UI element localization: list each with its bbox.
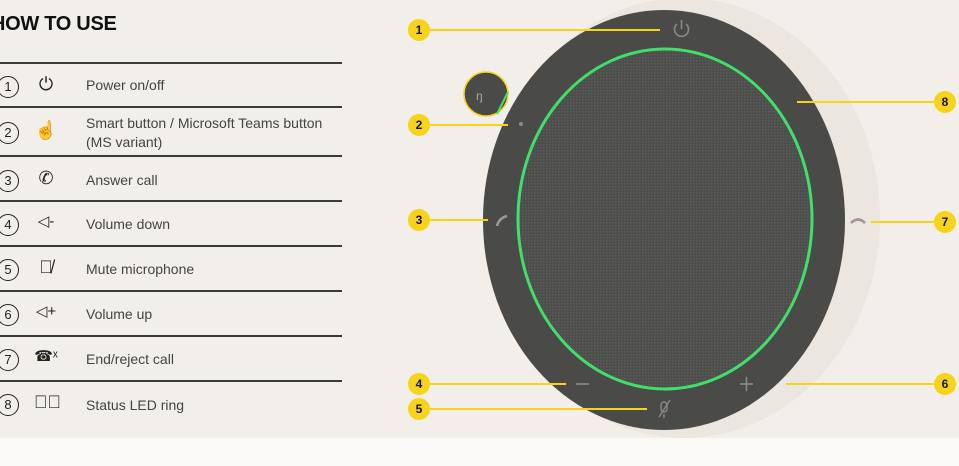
- item-number: 4: [0, 214, 19, 236]
- list-item: 6 ◁+ Volume up: [0, 290, 342, 336]
- list-item: 5 🎙̸ Mute microphone: [0, 245, 342, 291]
- item-number: 8: [0, 394, 19, 416]
- item-label: Volume down: [86, 216, 171, 232]
- callout-2: 2: [408, 114, 430, 136]
- volume-down-icon: ◁-: [37, 213, 55, 230]
- callout-4: 4: [408, 373, 430, 395]
- list-item: 4 ◁- Volume down: [0, 200, 342, 246]
- item-label: End/reject call: [86, 351, 174, 367]
- item-number: 1: [0, 76, 19, 98]
- callout-line: [786, 383, 936, 385]
- item-label: Answer call: [86, 172, 158, 188]
- list-item: 8 ✓⃝ Status LED ring: [0, 380, 342, 426]
- item-label: Volume up: [86, 306, 153, 322]
- item-label: Mute microphone: [86, 261, 195, 277]
- callout-line: [430, 219, 488, 221]
- power-button-icon: [673, 20, 690, 38]
- item-label: Smart button / Microsoft Teams button (M…: [86, 115, 323, 150]
- answer-button-icon: [495, 214, 508, 227]
- item-number: 2: [0, 122, 19, 144]
- smart-button-dot: [519, 122, 523, 126]
- status-led-ring: [516, 47, 814, 391]
- callout-3: 3: [408, 209, 430, 231]
- volume-up-icon: ◁+: [35, 303, 57, 320]
- callout-7: 7: [934, 211, 956, 233]
- power-icon: ⏻: [38, 74, 54, 94]
- item-label: Power on/off: [86, 77, 165, 93]
- list-item: 1 ⏻ Power on/off: [0, 62, 342, 108]
- status-led-icon: ✓⃝: [34, 392, 61, 412]
- callout-6: 6: [934, 373, 956, 395]
- list-item: 2 ☝ Smart button / Microsoft Teams butto…: [0, 106, 342, 156]
- teams-inset: [463, 71, 509, 117]
- item-number: 7: [0, 349, 19, 371]
- callout-1: 1: [408, 19, 430, 41]
- callout-line: [430, 124, 508, 126]
- callout-line: [430, 408, 647, 410]
- callout-line: [797, 101, 937, 103]
- callout-8: 8: [934, 91, 956, 113]
- item-number: 6: [0, 304, 19, 326]
- section-title: HOW TO USE: [0, 13, 117, 35]
- mute-microphone-icon: 🎙̸: [39, 257, 53, 277]
- smart-button-icon: ☝: [34, 120, 58, 140]
- item-number: 5: [0, 259, 19, 281]
- callout-line: [430, 383, 566, 385]
- end-call-icon: ☎ˣ: [34, 348, 58, 365]
- list-item: 3 ✆ Answer call: [0, 155, 342, 201]
- callout-line: [430, 29, 660, 31]
- item-label: Status LED ring: [86, 397, 185, 413]
- teams-icon: ŋ: [476, 89, 483, 103]
- answer-call-icon: ✆: [38, 168, 54, 188]
- mute-button-icon: [658, 399, 671, 418]
- item-number: 3: [0, 170, 19, 192]
- end-call-button-icon: [850, 218, 866, 224]
- callout-line: [871, 221, 936, 223]
- callout-5: 5: [408, 398, 430, 420]
- list-item: 7 ☎ˣ End/reject call: [0, 335, 342, 381]
- volume-up-button-icon: [740, 377, 753, 391]
